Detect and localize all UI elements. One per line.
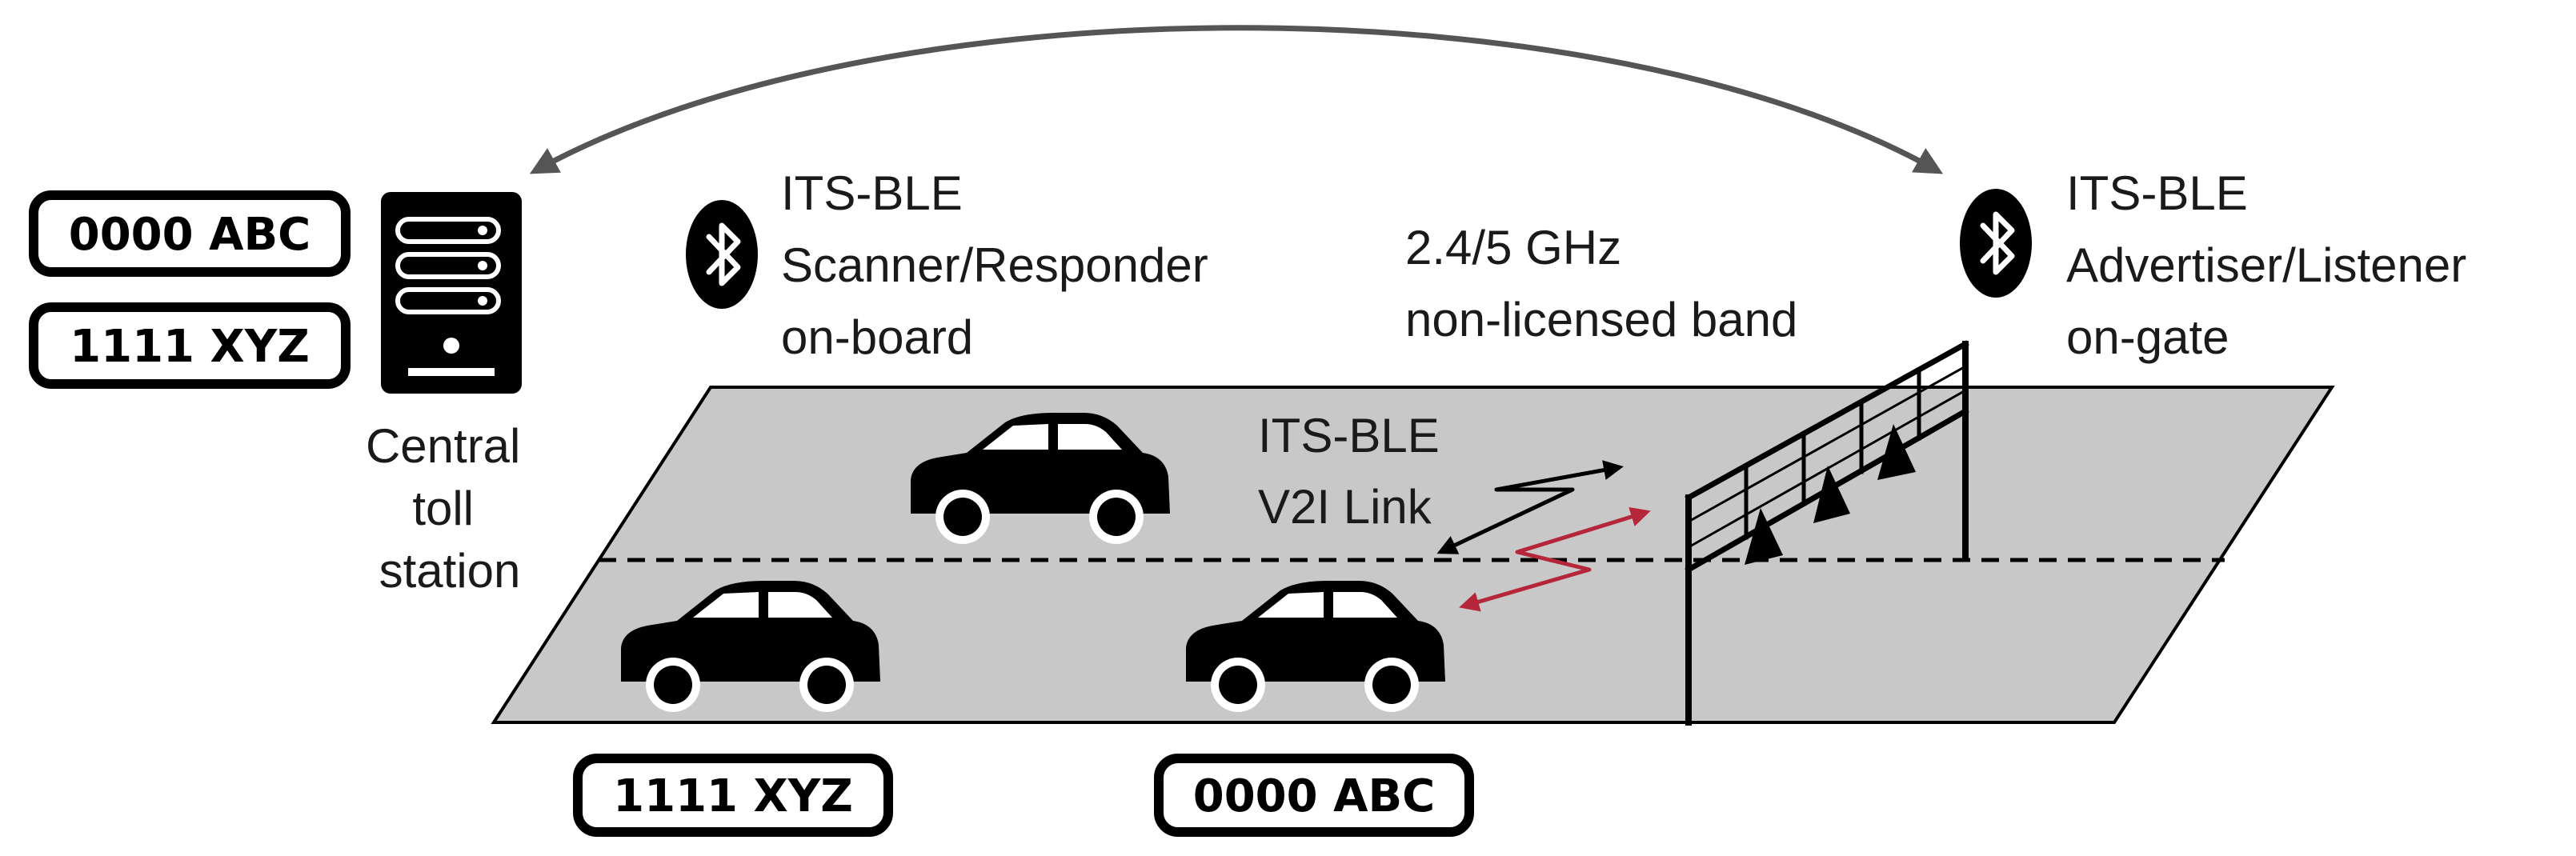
bluetooth-icon [1960,189,2032,298]
plate-text: 0000 ABC [69,209,310,261]
plate-text: 1111 XYZ [613,770,853,822]
bluetooth-icon [686,200,758,309]
station-plate-bottom: 1111 XYZ [29,302,351,389]
station-label: Central toll station [366,419,534,598]
gate-label: ITS-BLE Advertiser/Listener on-gate [2066,166,2480,364]
onboard-label: ITS-BLE Scanner/Responder on-board [781,166,1221,364]
v2i-link-label: ITS-BLE V2I Link [1258,409,1452,534]
signal-arrow-red [1459,506,1651,612]
road-plate-right: 0000 ABC [1154,754,1474,837]
plate-text: 1111 XYZ [70,321,310,373]
road-plate-left: 1111 XYZ [573,754,893,837]
plate-text: 0000 ABC [1193,770,1435,822]
server-icon [381,192,522,394]
station-plate-top: 0000 ABC [29,190,351,277]
station-gate-arc [529,25,1944,174]
toll-gate-icon [1685,340,1969,726]
band-label: 2.4/5 GHz non-licensed band [1405,221,1797,346]
